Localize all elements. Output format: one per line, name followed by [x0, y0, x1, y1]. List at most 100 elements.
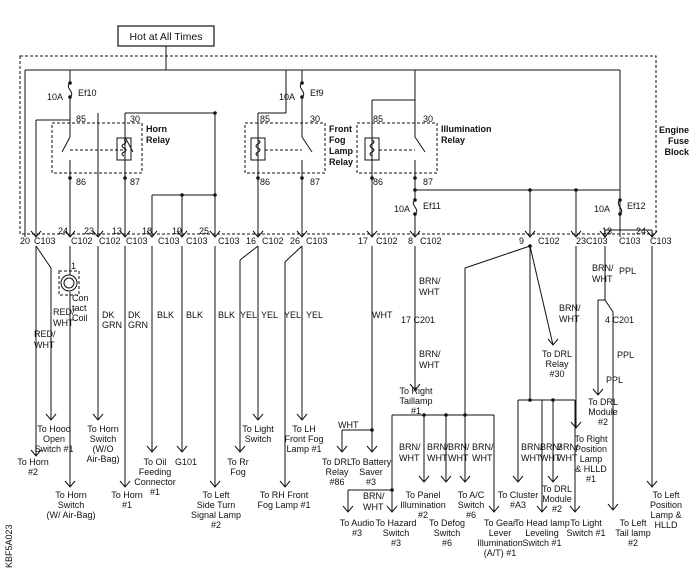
- svg-text:#2: #2: [552, 504, 562, 514]
- svg-text:(W/O: (W/O: [93, 444, 114, 454]
- dest-left-side-turn-signal: To Left: [202, 490, 230, 500]
- svg-text:#2: #2: [628, 538, 638, 548]
- dest-drl-module-2b: To DRL: [588, 397, 618, 407]
- svg-text:C103: C103: [158, 236, 180, 246]
- svg-text:Switch #1: Switch #1: [522, 538, 561, 548]
- svg-text:Relay: Relay: [146, 135, 170, 145]
- dest-horn-switch-no-airbag: To Horn: [87, 424, 119, 434]
- svg-text:#6: #6: [466, 510, 476, 520]
- svg-text:WHT: WHT: [472, 453, 493, 463]
- svg-text:24: 24: [636, 226, 646, 236]
- fuse-rating: 10A: [594, 204, 610, 214]
- svg-text:#2: #2: [598, 417, 608, 427]
- svg-text:(W/ Air-Bag): (W/ Air-Bag): [46, 510, 95, 520]
- svg-text:Lamp #1: Lamp #1: [286, 444, 321, 454]
- svg-text:86: 86: [373, 177, 383, 187]
- fuse-ef11: 10A Ef11: [394, 190, 441, 237]
- svg-text:C103: C103: [586, 236, 608, 246]
- svg-text:Relay: Relay: [545, 359, 569, 369]
- svg-text:WHT: WHT: [540, 453, 561, 463]
- svg-text:YEL: YEL: [261, 310, 278, 320]
- svg-text:GRN: GRN: [128, 320, 148, 330]
- dest-defog-switch: To Defog: [429, 518, 465, 528]
- dest-light-switch: To Light: [242, 424, 274, 434]
- fuse-name: Ef10: [78, 88, 97, 98]
- engine-fuse-block-outline: [19, 55, 657, 235]
- svg-text:Relay: Relay: [441, 135, 465, 145]
- svg-text:WHT: WHT: [521, 453, 542, 463]
- svg-text:#A3: #A3: [510, 500, 526, 510]
- dest-drl-relay-30: To DRL: [542, 349, 572, 359]
- svg-text:Fog: Fog: [329, 135, 346, 145]
- svg-text:Illumination: Illumination: [477, 538, 523, 548]
- svg-text:Feeding: Feeding: [139, 467, 172, 477]
- svg-text:C102: C102: [538, 236, 560, 246]
- dest-horn-2: To Horn: [17, 457, 49, 467]
- svg-text:C103: C103: [126, 236, 148, 246]
- svg-text:BLK: BLK: [186, 310, 203, 320]
- svg-text:Taillamp: Taillamp: [399, 396, 432, 406]
- svg-text:BRN/: BRN/: [521, 442, 543, 452]
- svg-text:#6: #6: [442, 538, 452, 548]
- svg-text:13: 13: [112, 226, 122, 236]
- svg-text:19: 19: [172, 226, 182, 236]
- svg-text:BRN/: BRN/: [399, 442, 421, 452]
- svg-text:16: 16: [246, 236, 256, 246]
- svg-text:Air-Bag): Air-Bag): [86, 454, 119, 464]
- svg-text:BRN/: BRN/: [559, 303, 581, 313]
- svg-text:17 C201: 17 C201: [401, 315, 435, 325]
- svg-text:Lamp: Lamp: [580, 454, 603, 464]
- svg-text:Con: Con: [72, 293, 89, 303]
- fuse-rating: 10A: [47, 92, 63, 102]
- svg-text:Side Turn: Side Turn: [197, 500, 236, 510]
- fuse-ef10: 10A Ef10: [47, 70, 97, 120]
- fuse-rating: 10A: [394, 204, 410, 214]
- dest-gear-lever: To Gear: [484, 518, 516, 528]
- svg-text:24: 24: [58, 226, 68, 236]
- svg-text:25: 25: [199, 226, 209, 236]
- fuse-ef12: 10A Ef12: [594, 190, 646, 216]
- svg-text:87: 87: [310, 177, 320, 187]
- svg-text:Switch: Switch: [383, 528, 410, 538]
- svg-text:13: 13: [602, 226, 612, 236]
- svg-text:BRN/: BRN/: [419, 276, 441, 286]
- svg-text:86: 86: [260, 177, 270, 187]
- svg-text:WHT: WHT: [427, 453, 448, 463]
- svg-text:Module: Module: [542, 494, 572, 504]
- svg-text:YEL: YEL: [284, 310, 301, 320]
- dest-drl-module-2: To DRL: [542, 484, 572, 494]
- dest-right-position-lamp: To Right: [574, 434, 608, 444]
- fuse-block-label-1: Engine: [659, 125, 689, 135]
- dest-hood-open-switch: To Hood: [37, 424, 71, 434]
- svg-text:WHT: WHT: [372, 310, 393, 320]
- svg-text:#3: #3: [366, 477, 376, 487]
- svg-text:& HLLD: & HLLD: [575, 464, 607, 474]
- svg-text:26: 26: [290, 236, 300, 246]
- svg-text:C103: C103: [306, 236, 328, 246]
- svg-text:C103: C103: [186, 236, 208, 246]
- svg-text:HLLD: HLLD: [654, 520, 678, 530]
- svg-text:Front: Front: [329, 124, 352, 134]
- svg-text:BRN/: BRN/: [427, 442, 449, 452]
- svg-text:Lamp: Lamp: [329, 146, 354, 156]
- figure-code: KBF5A023: [4, 524, 14, 568]
- dest-cluster: To Cluster: [498, 490, 539, 500]
- svg-text:WHT: WHT: [419, 360, 440, 370]
- svg-text:C102: C102: [376, 236, 398, 246]
- svg-text:1: 1: [71, 261, 76, 271]
- dest-ac-switch: To A/C: [458, 490, 485, 500]
- svg-text:Module: Module: [588, 407, 618, 417]
- svg-text:#86: #86: [329, 477, 344, 487]
- dest-battery-saver: To Battery: [351, 457, 392, 467]
- svg-text:BLK: BLK: [157, 310, 174, 320]
- svg-text:Switch: Switch: [434, 528, 461, 538]
- svg-text:PPL: PPL: [606, 375, 623, 385]
- svg-text:#2: #2: [28, 467, 38, 477]
- svg-text:Saver: Saver: [359, 467, 383, 477]
- svg-text:Connector: Connector: [134, 477, 176, 487]
- svg-text:YEL: YEL: [306, 310, 323, 320]
- dest-hazard-switch: To Hazard: [375, 518, 416, 528]
- svg-text:BRN/: BRN/: [448, 442, 470, 452]
- svg-text:Switch #1: Switch #1: [566, 528, 605, 538]
